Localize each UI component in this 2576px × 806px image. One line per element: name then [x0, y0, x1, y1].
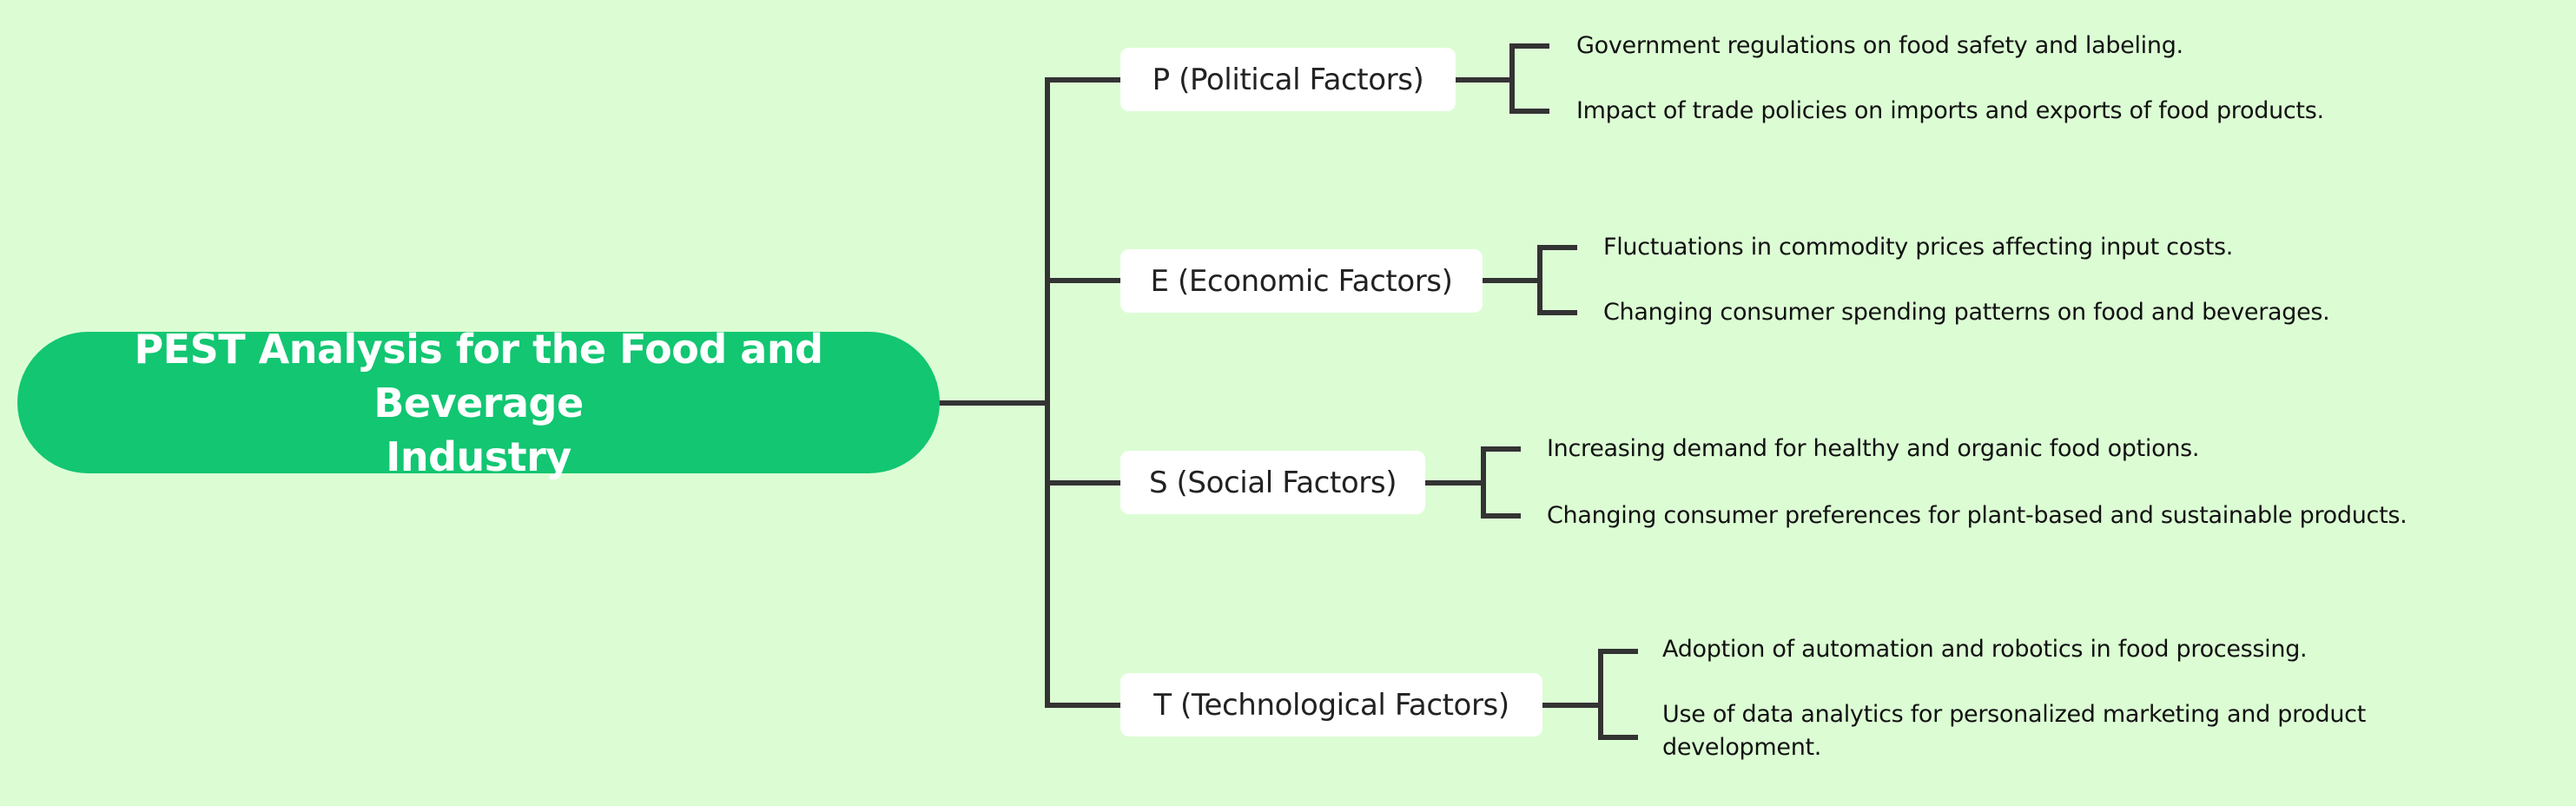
topic-label: P (Political Factors): [1152, 62, 1424, 97]
topic-label: E (Economic Factors): [1150, 263, 1453, 299]
subtopic-social-2[interactable]: Changing consumer preferences for plant-…: [1547, 502, 2408, 529]
subtopic-political-2[interactable]: Impact of trade policies on imports and …: [1576, 97, 2324, 124]
subtopic-line-1: Use of data analytics for personalized m…: [1662, 701, 2366, 728]
topic-label: T (Technological Factors): [1153, 687, 1509, 723]
subtopic-technological-1[interactable]: Adoption of automation and robotics in f…: [1662, 636, 2308, 663]
topic-technological[interactable]: T (Technological Factors): [1120, 673, 1542, 737]
subtopic-technological-2[interactable]: Use of data analytics for personalized m…: [1662, 698, 2366, 764]
topic-social[interactable]: S (Social Factors): [1120, 451, 1425, 514]
topic-political[interactable]: P (Political Factors): [1120, 48, 1456, 111]
subtopic-economic-2[interactable]: Changing consumer spending patterns on f…: [1603, 299, 2330, 326]
root-title-line1: PEST Analysis for the Food and Beverage: [134, 325, 823, 426]
root-title-line2: Industry: [386, 433, 571, 480]
subtopic-economic-1[interactable]: Fluctuations in commodity prices affecti…: [1603, 234, 2234, 261]
root-topic[interactable]: PEST Analysis for the Food and Beverage …: [17, 326, 940, 480]
subtopic-line-2: development.: [1662, 734, 1822, 761]
subtopic-political-1[interactable]: Government regulations on food safety an…: [1576, 32, 2183, 59]
topic-label: S (Social Factors): [1148, 465, 1397, 500]
topic-economic[interactable]: E (Economic Factors): [1120, 249, 1483, 313]
subtopic-social-1[interactable]: Increasing demand for healthy and organi…: [1547, 435, 2200, 462]
